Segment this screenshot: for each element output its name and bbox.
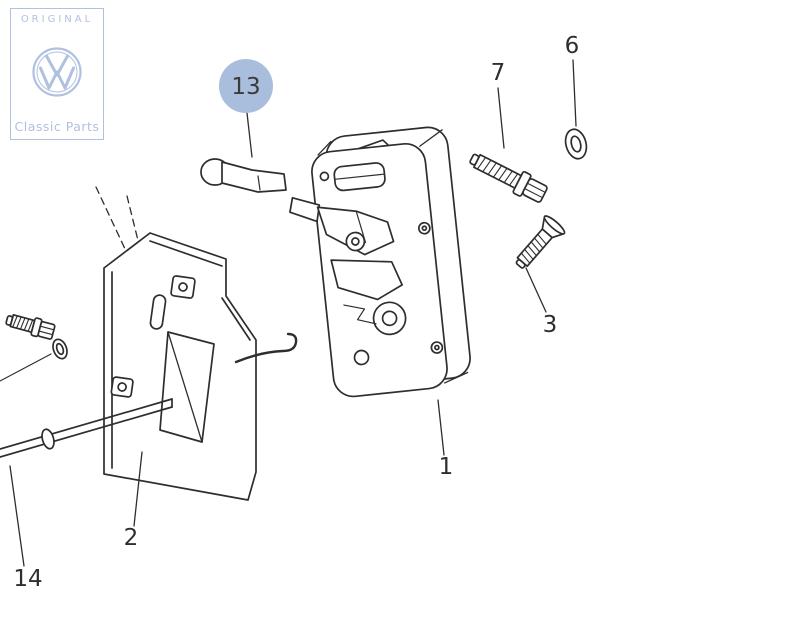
part-label-13: 13	[231, 74, 260, 100]
part-label-1: 1	[439, 454, 454, 480]
part-13-clip-lever	[200, 158, 287, 193]
watermark-classic-parts-text: Classic Parts	[14, 119, 100, 134]
leader-line-2	[133, 451, 143, 527]
part-2-mounting-plate	[103, 232, 257, 501]
part-label-6: 6	[565, 33, 580, 59]
part-7-bolt	[469, 153, 548, 203]
part-14-control-rod	[0, 398, 173, 458]
unlabeled-washer	[52, 338, 68, 360]
vw-logo-icon	[32, 47, 82, 97]
part-1-lock-mechanism	[289, 126, 471, 398]
unlabeled-bolt	[5, 313, 56, 340]
part-13-highlight-circle[interactable]	[219, 59, 273, 113]
part-label-2: 2	[124, 525, 139, 551]
link-hook	[234, 332, 298, 364]
leader-line-6	[572, 59, 577, 127]
leader-line-7	[497, 87, 505, 149]
leader-line-1	[437, 399, 445, 456]
leader-line-14	[9, 465, 25, 567]
watermark-original-text: ORIGINAL	[20, 14, 94, 25]
part-label-7: 7	[491, 60, 506, 86]
unlabeled-leader-line	[0, 353, 52, 382]
part-6-washer	[564, 128, 588, 160]
vw-classic-parts-watermark: ORIGINAL Classic Parts	[10, 8, 104, 140]
part-label-14: 14	[13, 566, 42, 592]
leader-line-3	[525, 267, 547, 313]
part-3-screw	[515, 215, 566, 269]
leader-line-13	[246, 112, 253, 158]
leader-lines	[9, 59, 577, 567]
part-label-3: 3	[543, 312, 558, 338]
part-13-highlight[interactable]: 13	[219, 59, 273, 113]
